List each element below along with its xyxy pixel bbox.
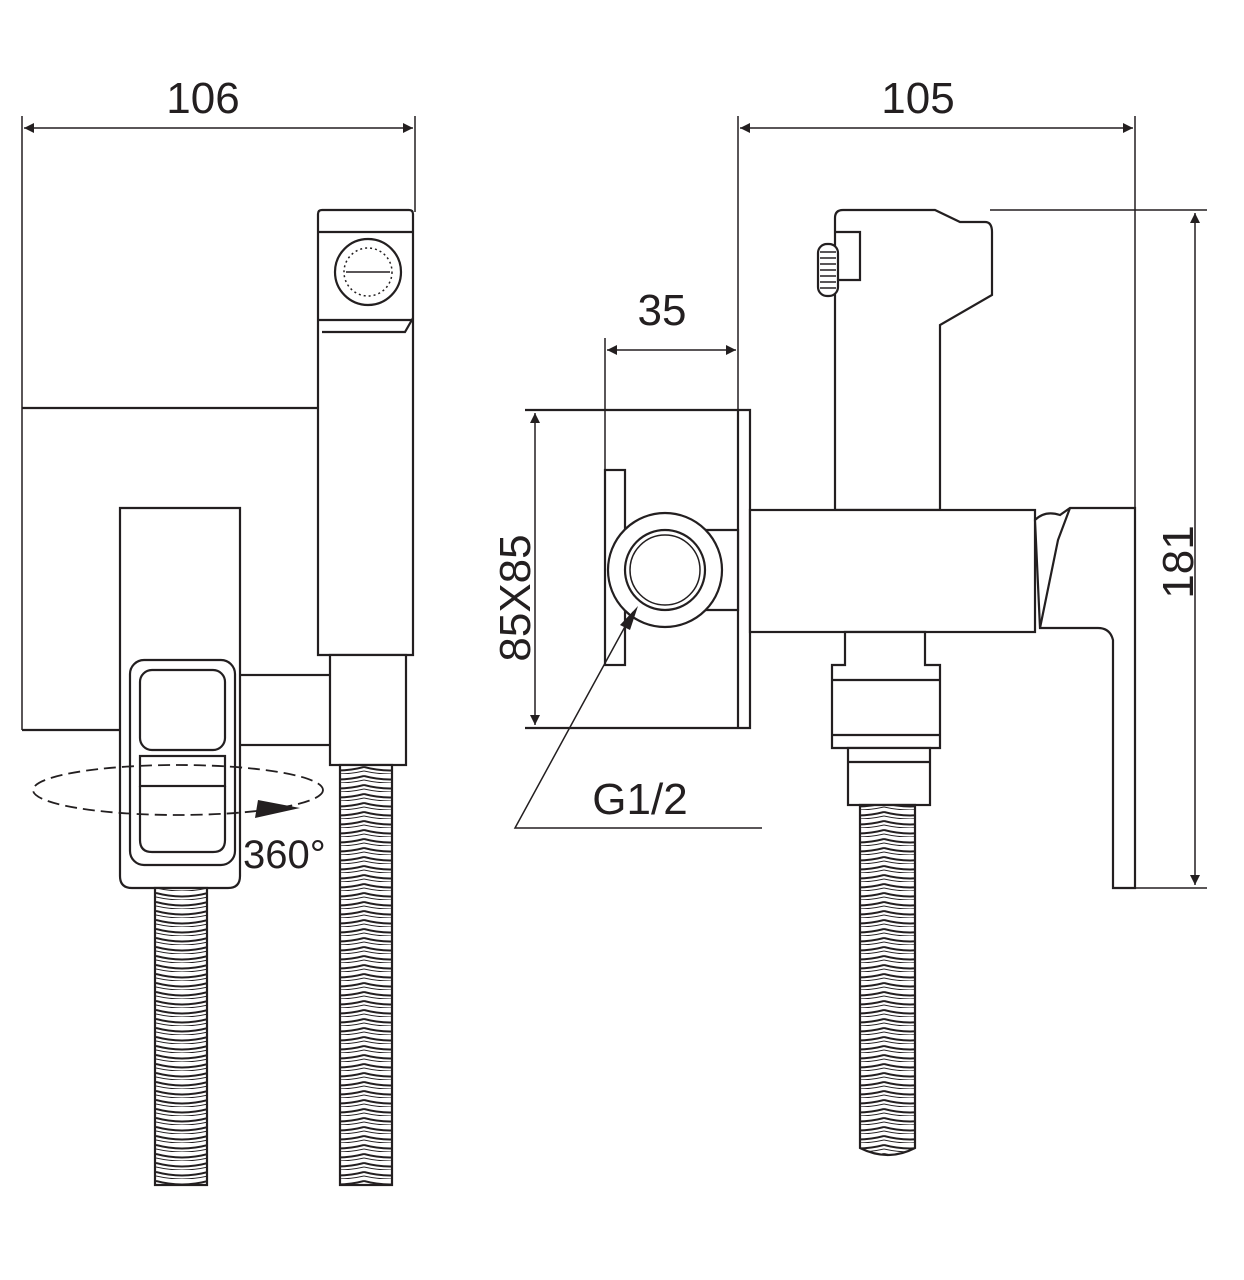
water-inlet-inner [623,528,707,612]
valve-body [748,508,1037,634]
hose-connector [830,630,942,750]
water-inlet-thread [629,534,701,606]
rotation-ellipse [32,764,324,816]
depth-dimension-label: 105 [881,74,954,123]
leader-arrow-icon [620,606,638,630]
hose-nut [846,746,932,807]
hand-shower-side [833,208,994,512]
rotation-arrow-icon [255,800,300,818]
side-lever [1033,506,1137,890]
valve-lever [118,506,242,890]
offset-dimension-label: 35 [638,286,687,335]
hose-connector [328,653,408,767]
left-hose [153,886,209,1187]
front-view: 106 360° [21,74,416,1187]
box-dimension-label: 85X85 [491,534,540,661]
side-hose [858,803,917,1157]
right-hose [338,763,394,1187]
spray-button [835,230,862,282]
thread-label: G1/2 [592,775,687,824]
width-dimension-label: 106 [166,74,239,123]
hand-shower [316,208,415,657]
side-view: 105 35 85X85 G1/2 181 [491,74,1207,1157]
height-dimension-label: 181 [1154,525,1203,598]
rotation-label: 360° [243,833,326,877]
thread-leader-line [513,611,762,829]
